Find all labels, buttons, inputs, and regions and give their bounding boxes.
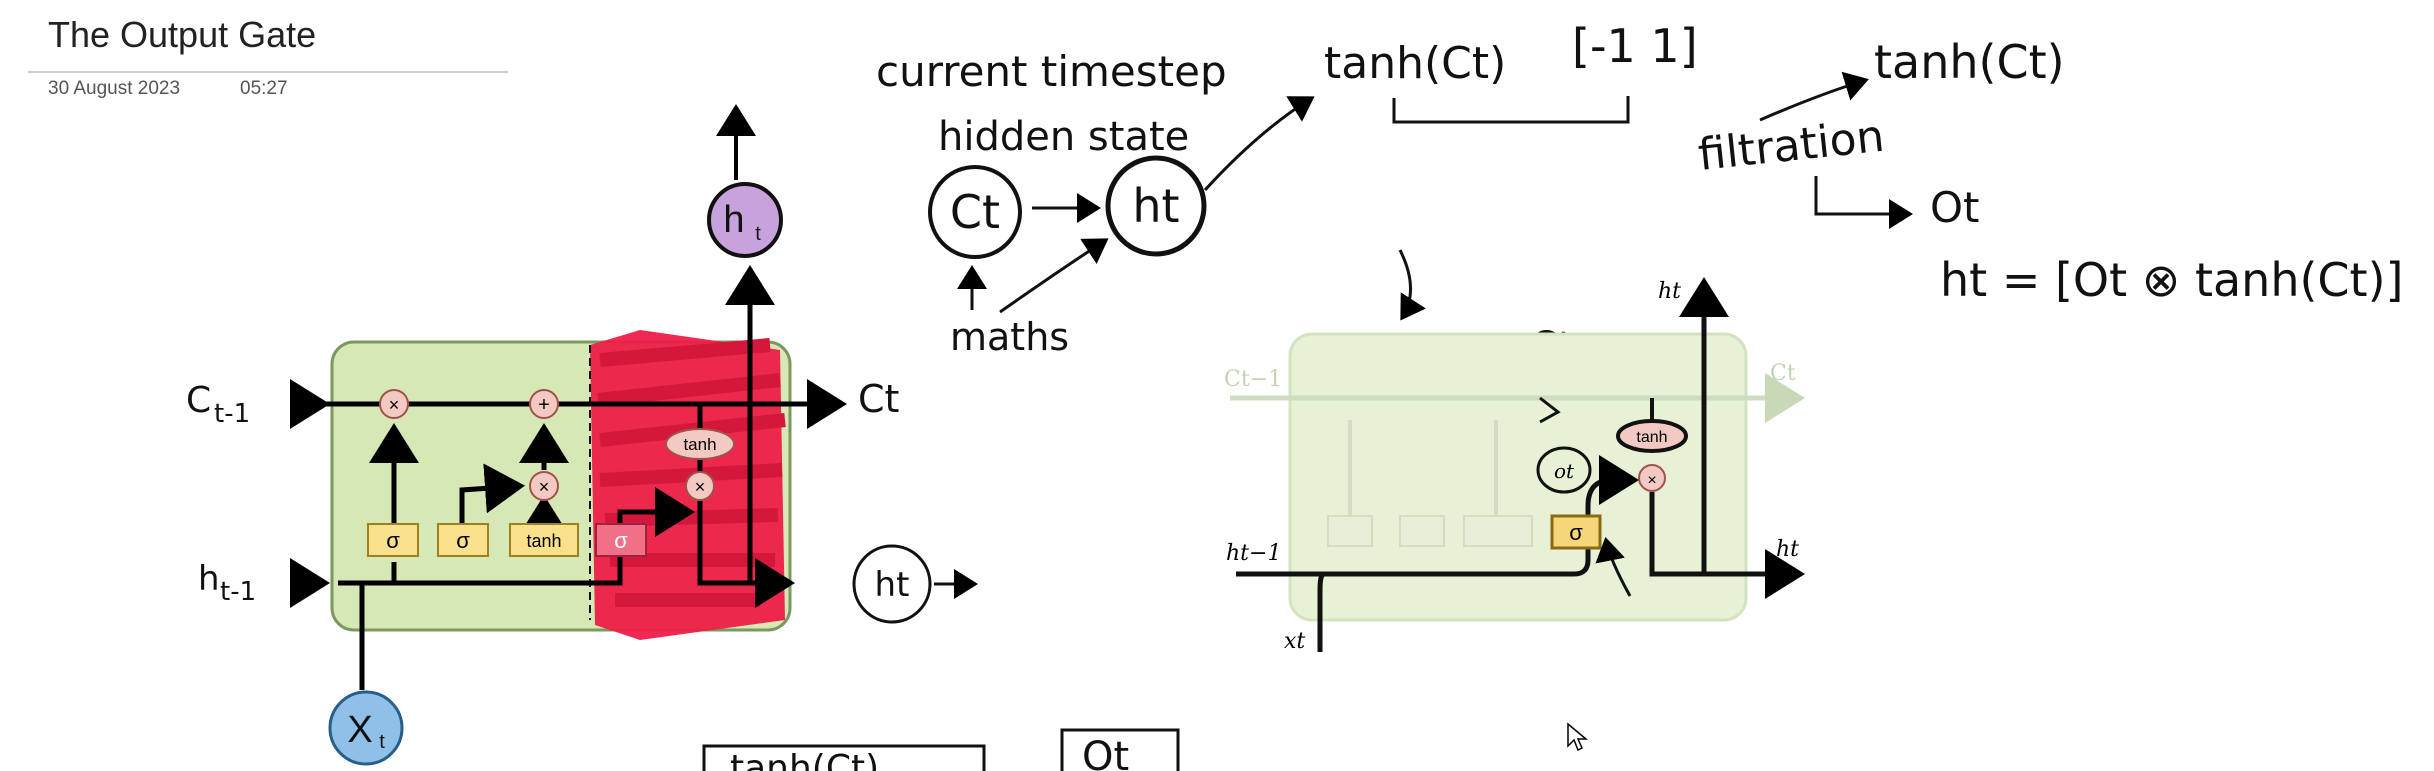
note-ot: Ot xyxy=(1930,183,1980,232)
title-divider xyxy=(28,71,508,73)
ht-circle xyxy=(1105,155,1207,257)
svg-text:X: X xyxy=(347,709,372,751)
ht-output-node xyxy=(707,182,783,258)
svg-text:×: × xyxy=(1647,472,1656,489)
xt-input-node xyxy=(328,690,404,766)
note-tanh-ct-right: tanh(Ct) xyxy=(1874,35,2065,89)
svg-text:tanh: tanh xyxy=(526,531,561,551)
svg-text:σ: σ xyxy=(1569,520,1583,545)
svg-text:t-1: t-1 xyxy=(220,577,256,607)
ot-circle-right xyxy=(1536,446,1592,494)
svg-text:Ct−1: Ct−1 xyxy=(1224,367,1282,392)
note-hidden-state: hidden state xyxy=(938,114,1189,160)
cell-body-right xyxy=(1288,332,1748,622)
output-gate-sigma xyxy=(595,523,647,557)
svg-text:t-1: t-1 xyxy=(214,399,250,429)
note-bottom-box-left: tanh(Ct) xyxy=(730,748,879,771)
forget-gate-sigma xyxy=(367,523,419,557)
note-filtration: filtration xyxy=(1696,111,1887,181)
svg-text:ht: ht xyxy=(1776,537,1799,562)
tanh-op-right xyxy=(1616,419,1688,453)
lstm-cell-right: Ct−1 Ct σ × tanh ot ht−1 ht ht xt xyxy=(1224,277,1805,654)
note-range: [-1 1] xyxy=(1572,19,1698,73)
svg-text:σ: σ xyxy=(456,528,470,553)
candidate-tanh xyxy=(509,523,579,557)
lstm-cell-left: × + × × tanh σ σ tanh σ C t-1 h t-1 Ct h… xyxy=(186,104,978,766)
note-ht-equation: ht = [Ot ⊗ tanh(Ct)] xyxy=(1940,253,2403,307)
svg-text:h: h xyxy=(723,199,744,241)
svg-text:×: × xyxy=(389,395,400,415)
ct-circle xyxy=(928,165,1022,259)
note-tanh-ct: tanh(Ct) xyxy=(1324,38,1506,89)
svg-text:+: + xyxy=(538,394,550,416)
svg-text:t: t xyxy=(379,731,385,753)
svg-text:σ: σ xyxy=(386,528,400,553)
output-mult-op-right xyxy=(1638,464,1666,492)
add-op xyxy=(529,389,559,419)
svg-text:ht−1: ht−1 xyxy=(1226,541,1281,566)
svg-text:σ: σ xyxy=(614,528,628,553)
mouse-cursor-icon xyxy=(1567,722,1589,752)
page-time: 05:27 xyxy=(240,78,288,99)
svg-text:ht: ht xyxy=(1658,279,1681,304)
output-gate-sigma-right xyxy=(1550,514,1602,550)
svg-text:h: h xyxy=(198,559,220,599)
page-title: The Output Gate xyxy=(48,14,317,55)
svg-text:tanh: tanh xyxy=(683,435,716,454)
forget-mult-op xyxy=(379,389,409,419)
svg-text:tanh: tanh xyxy=(1636,429,1667,446)
svg-text:t: t xyxy=(755,223,761,245)
page-date: 30 August 2023 xyxy=(48,78,181,99)
svg-text:ht: ht xyxy=(875,565,910,605)
tanh-op xyxy=(665,428,735,460)
note-bottom-box-right: Ot xyxy=(1082,734,1129,771)
note-current-timestep: current timestep xyxy=(876,47,1227,96)
input-gate-sigma xyxy=(437,523,489,557)
svg-text:C: C xyxy=(186,380,211,421)
ht-hand-circle xyxy=(852,544,932,624)
note-maths: maths xyxy=(950,315,1069,359)
output-mult-op xyxy=(685,471,715,501)
svg-text:Ct: Ct xyxy=(1770,361,1796,386)
svg-text:Ct: Ct xyxy=(950,185,1000,239)
svg-text:×: × xyxy=(539,477,550,497)
svg-text:ot: ot xyxy=(1554,459,1575,483)
svg-text:Ct: Ct xyxy=(858,377,899,421)
svg-text:×: × xyxy=(695,477,706,497)
svg-text:ht: ht xyxy=(1132,179,1179,233)
input-mult-op xyxy=(529,471,559,501)
svg-text:xt: xt xyxy=(1284,629,1305,654)
hand-notes: current timestep hidden state Ct ht math… xyxy=(702,19,2403,771)
